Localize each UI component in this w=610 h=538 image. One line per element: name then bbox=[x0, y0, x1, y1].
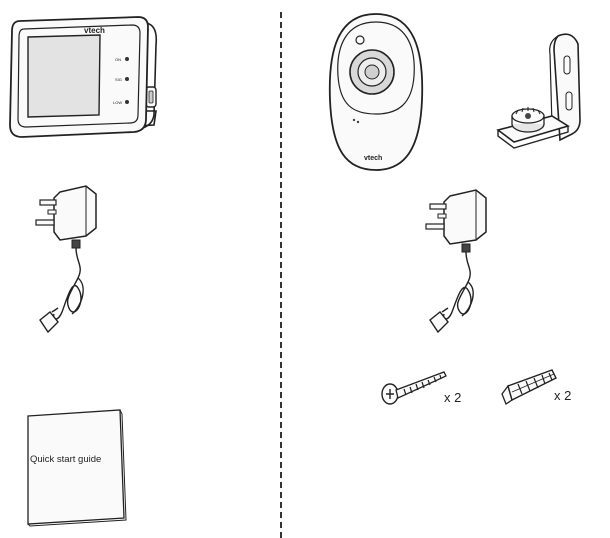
screws-quantity: x 2 bbox=[444, 390, 462, 405]
column-divider bbox=[280, 12, 282, 538]
bracket-icon bbox=[496, 33, 581, 149]
parent-unit-illustration: vtech ON SIG LOW bbox=[9, 16, 158, 138]
camera-brand-logo: vtech bbox=[364, 155, 382, 162]
camera-illustration: vtech bbox=[328, 13, 424, 171]
quick-start-guide-title: Quick start guide bbox=[30, 454, 102, 465]
booklet-icon bbox=[27, 409, 127, 527]
indicator-label-low-battery: LOW bbox=[113, 100, 122, 105]
power-led-icon bbox=[125, 57, 129, 61]
indicator-label-power: ON bbox=[115, 57, 121, 62]
wall-anchors-quantity: x 2 bbox=[554, 388, 572, 403]
signal-led-icon bbox=[125, 77, 129, 81]
baby-unit-camera: vtech bbox=[324, 10, 428, 174]
parent-unit-power-adapter bbox=[30, 182, 110, 344]
power-adapter-icon bbox=[425, 189, 487, 334]
wall-anchors bbox=[498, 364, 558, 408]
parent-unit: vtech ON SIG LOW bbox=[6, 15, 162, 139]
wall-anchor-icon bbox=[501, 369, 557, 405]
parent-unit-brand-logo: vtech bbox=[84, 26, 105, 35]
power-adapter-icon bbox=[35, 185, 97, 334]
wall-mount-bracket bbox=[488, 30, 592, 156]
indicator-label-signal: SIG bbox=[115, 77, 122, 82]
baby-unit-power-adapter bbox=[420, 186, 500, 342]
battery-led-icon bbox=[125, 100, 129, 104]
screw-icon bbox=[381, 371, 447, 405]
screws bbox=[378, 362, 450, 410]
quick-start-guide: Quick start guide bbox=[22, 406, 128, 528]
